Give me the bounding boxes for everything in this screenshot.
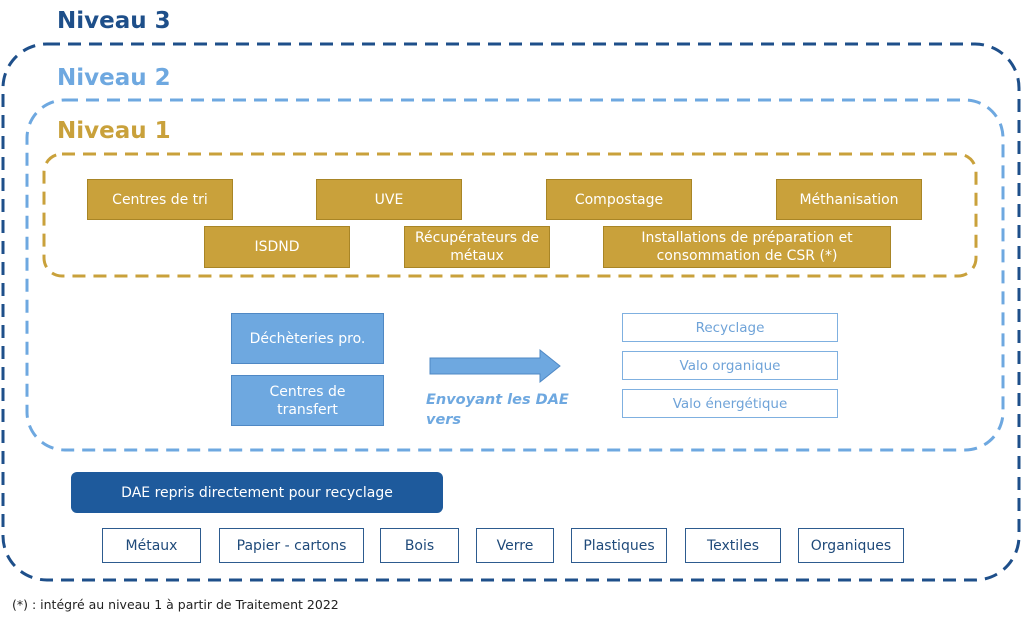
facility-compostage: Compostage — [546, 179, 692, 220]
outcome-valo-organique: Valo organique — [622, 351, 838, 380]
facility-isdnd: ISDND — [204, 226, 350, 268]
material-plastiques: Plastiques — [571, 528, 667, 563]
material-verre: Verre — [476, 528, 554, 563]
material-papier-cartons: Papier - cartons — [219, 528, 364, 563]
facility-centres-de-tri: Centres de tri — [87, 179, 233, 220]
material-organiques: Organiques — [798, 528, 904, 563]
facility-recuperateurs-metaux: Récupérateurs de métaux — [404, 226, 550, 268]
level1-title: Niveau 1 — [57, 118, 171, 144]
source-decheteries-pro: Déchèteries pro. — [231, 313, 384, 364]
arrow-label: Envoyant les DAE vers — [426, 392, 569, 428]
material-metaux: Métaux — [102, 528, 201, 563]
level3-title: Niveau 3 — [57, 8, 171, 34]
footnote: (*) : intégré au niveau 1 à partir de Tr… — [12, 597, 339, 612]
arrow-right-icon — [429, 348, 561, 384]
outcome-valo-energetique: Valo énergétique — [622, 389, 838, 418]
facility-uve: UVE — [316, 179, 462, 220]
level2-title: Niveau 2 — [57, 65, 171, 91]
facility-installations-csr: Installations de préparation et consomma… — [603, 226, 891, 268]
level3-header: DAE repris directement pour recyclage — [71, 472, 443, 513]
level3-frame — [1, 42, 1021, 582]
outcome-recyclage: Recyclage — [622, 313, 838, 342]
level1-frame — [42, 152, 978, 278]
material-bois: Bois — [380, 528, 459, 563]
level2-frame — [25, 98, 1005, 452]
facility-methanisation: Méthanisation — [776, 179, 922, 220]
source-centres-de-transfert: Centres de transfert — [231, 375, 384, 426]
material-textiles: Textiles — [685, 528, 781, 563]
